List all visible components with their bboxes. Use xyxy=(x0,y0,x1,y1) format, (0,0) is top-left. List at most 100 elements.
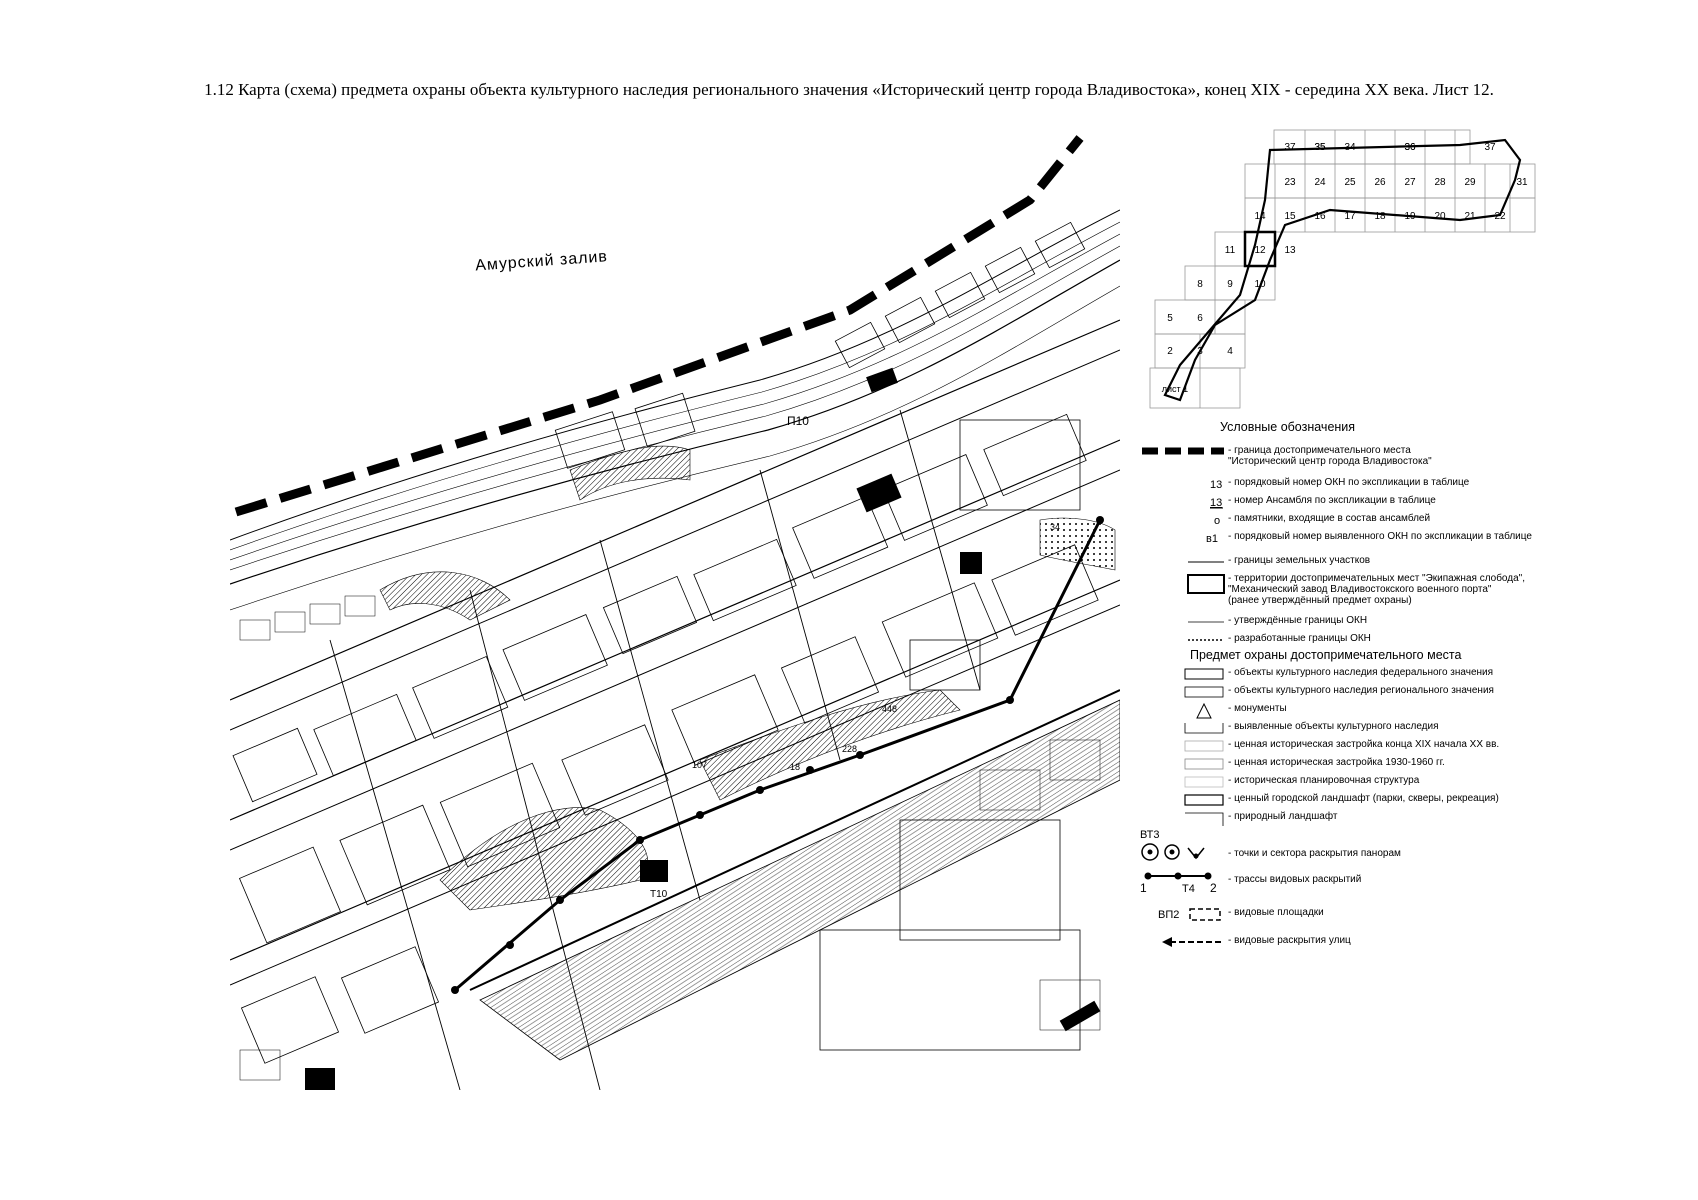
sheet-number: 22 xyxy=(1494,211,1506,222)
svg-text:ВТ3: ВТ3 xyxy=(1140,829,1159,841)
sheet-number: 3 xyxy=(1197,346,1203,357)
sheet-number: 29 xyxy=(1464,177,1476,188)
sheet-number: 31 xyxy=(1516,177,1528,188)
sheet-number: 25 xyxy=(1344,177,1356,188)
monument-triangle-icon xyxy=(1196,702,1212,719)
svg-text:о: о xyxy=(1214,515,1220,527)
sheet-number: 26 xyxy=(1374,177,1386,188)
current-sheet-number: 12 xyxy=(1254,245,1266,256)
label-18: 18 xyxy=(790,762,800,772)
developed-boundary-icon xyxy=(1188,639,1224,641)
sheet-number: 2 xyxy=(1167,346,1173,357)
legend-regional: - объекты культурного наследия региональ… xyxy=(1140,684,1698,702)
legend-landscape: - ценный городской ландшафт (парки, скве… xyxy=(1140,792,1698,810)
legend-monuments: - монументы xyxy=(1140,702,1698,720)
legend-developed: - разработанные границы ОКН xyxy=(1140,632,1698,650)
territory-frame-icon xyxy=(1187,574,1225,594)
sheet-number: 24 xyxy=(1314,177,1326,188)
federal-okn-icon xyxy=(1184,668,1224,680)
legend-approved: - утверждённые границы ОКН xyxy=(1140,614,1698,632)
sheet-number: 37 xyxy=(1484,142,1496,153)
sheet-number: 11 xyxy=(1225,245,1236,256)
sheet-number: 34 xyxy=(1344,142,1356,153)
sheet-number: 36 xyxy=(1404,142,1416,153)
legend-valuable-1930: - ценная историческая застройка 1930-196… xyxy=(1140,756,1698,774)
heritage-boundary xyxy=(234,135,1084,517)
ensemble-monument-sample: о xyxy=(1214,515,1220,527)
legend-boundary: - граница достопримечательного места "Ис… xyxy=(1140,444,1698,467)
current-sheet-frame xyxy=(1243,230,1277,268)
svg-text:ВП2: ВП2 xyxy=(1158,909,1179,921)
legend-federal: - объекты культурного наследия федеральн… xyxy=(1140,666,1698,684)
sheet-number: 15 xyxy=(1284,211,1296,222)
svg-text:1: 1 xyxy=(1140,881,1147,895)
sheet-number: 8 xyxy=(1197,279,1203,290)
sheet-number: 14 xyxy=(1254,211,1266,222)
legend-panorama: ВТ3 - точки и сектора раскрытия панорам xyxy=(1140,828,1698,864)
legend-identified: - выявленные объекты культурного наследи… xyxy=(1140,720,1698,738)
label-t10: Т10 xyxy=(650,889,668,900)
sheet-number: 9 xyxy=(1227,279,1233,290)
label-p10: П10 xyxy=(787,414,809,428)
sheet-number: 18 xyxy=(1374,211,1386,222)
index-corner-label: лист 1 xyxy=(1162,384,1188,394)
legend-natural: - природный ландшафт xyxy=(1140,810,1698,828)
label-448: 448 xyxy=(882,704,897,714)
planning-structure-icon xyxy=(1184,776,1224,788)
sheet-number: 36 xyxy=(1404,142,1416,153)
sheet-number: 35 xyxy=(1314,142,1326,153)
legend-ensemble-number: 13 - номер Ансамбля по экспликации в таб… xyxy=(1140,494,1698,512)
label-228: 228 xyxy=(842,744,857,754)
index-boundary xyxy=(1163,138,1522,402)
legend-subtitle: Предмет охраны достопримечательного мест… xyxy=(1190,648,1462,662)
sheet-number: 4 xyxy=(1227,346,1233,357)
svg-text:Т4: Т4 xyxy=(1182,883,1195,895)
legend-valuable-19: - ценная историческая застройка конца XI… xyxy=(1140,738,1698,756)
view-route xyxy=(451,516,1104,994)
svg-text:2: 2 xyxy=(1210,881,1217,895)
sheet-number: 5 xyxy=(1167,313,1173,324)
valuable-19-icon xyxy=(1184,740,1224,752)
sheet-number: 17 xyxy=(1344,211,1356,222)
approved-boundary-icon xyxy=(1188,621,1224,623)
label-34: 34 xyxy=(1050,522,1060,532)
natural-landscape-icon xyxy=(1185,812,1224,826)
panorama-point-icon: ВТ3 xyxy=(1140,829,1205,861)
legend-land-plots: - границы земельных участков xyxy=(1140,554,1698,572)
sheet-number: 21 xyxy=(1464,211,1476,222)
legend-ensemble-monument: о - памятники, входящие в состав ансамбл… xyxy=(1140,512,1698,530)
legend-view-routes: 1 Т4 2 - трассы видовых раскрытий xyxy=(1140,870,1698,896)
street-view-arrow-icon xyxy=(1162,937,1224,947)
svg-text:в1: в1 xyxy=(1206,533,1218,545)
legend-street-views: - видовые раскрытия улиц xyxy=(1140,934,1698,952)
map-linework xyxy=(230,209,1120,1090)
svg-text:13: 13 xyxy=(1210,479,1222,491)
sheet-title: 1.12 Карта (схема) предмета охраны объек… xyxy=(204,80,1494,99)
sheet-number: 28 xyxy=(1434,177,1446,188)
landscape-icon xyxy=(1184,794,1224,806)
sheet-number: 19 xyxy=(1404,211,1416,222)
sheet-number: 37 xyxy=(1284,142,1296,153)
sheet-number: 16 xyxy=(1314,211,1326,222)
land-plot-line-icon xyxy=(1188,561,1224,563)
identified-okn-icon xyxy=(1184,723,1224,734)
ensemble-number-sample: 13 xyxy=(1210,497,1223,509)
sheet-number: 13 xyxy=(1284,245,1296,256)
sheet-number: 6 xyxy=(1197,313,1203,324)
sheet-number: 23 xyxy=(1284,177,1296,188)
regional-okn-icon xyxy=(1184,686,1224,698)
sheet-number: 10 xyxy=(1254,279,1266,290)
index-grid xyxy=(1149,129,1536,409)
index-sheet-numbers: 37 35 34 36 35 36 37 23 24 25 26 27 28 2… xyxy=(1162,142,1528,394)
view-site-icon: ВП2 xyxy=(1158,908,1221,921)
legend-title: Условные обозначения xyxy=(1220,420,1356,434)
dashed-boundary-icon xyxy=(1142,447,1224,455)
okn-number-sample: 13 xyxy=(1210,479,1222,491)
svg-text:13: 13 xyxy=(1210,497,1222,509)
sheet-number: 35 xyxy=(1314,142,1326,153)
legend-view-sites: ВП2 - видовые площадки xyxy=(1140,906,1698,924)
legend-planning: - историческая планировочная структура xyxy=(1140,774,1698,792)
legend-territories: - территории достопримечательных мест "Э… xyxy=(1140,572,1698,608)
